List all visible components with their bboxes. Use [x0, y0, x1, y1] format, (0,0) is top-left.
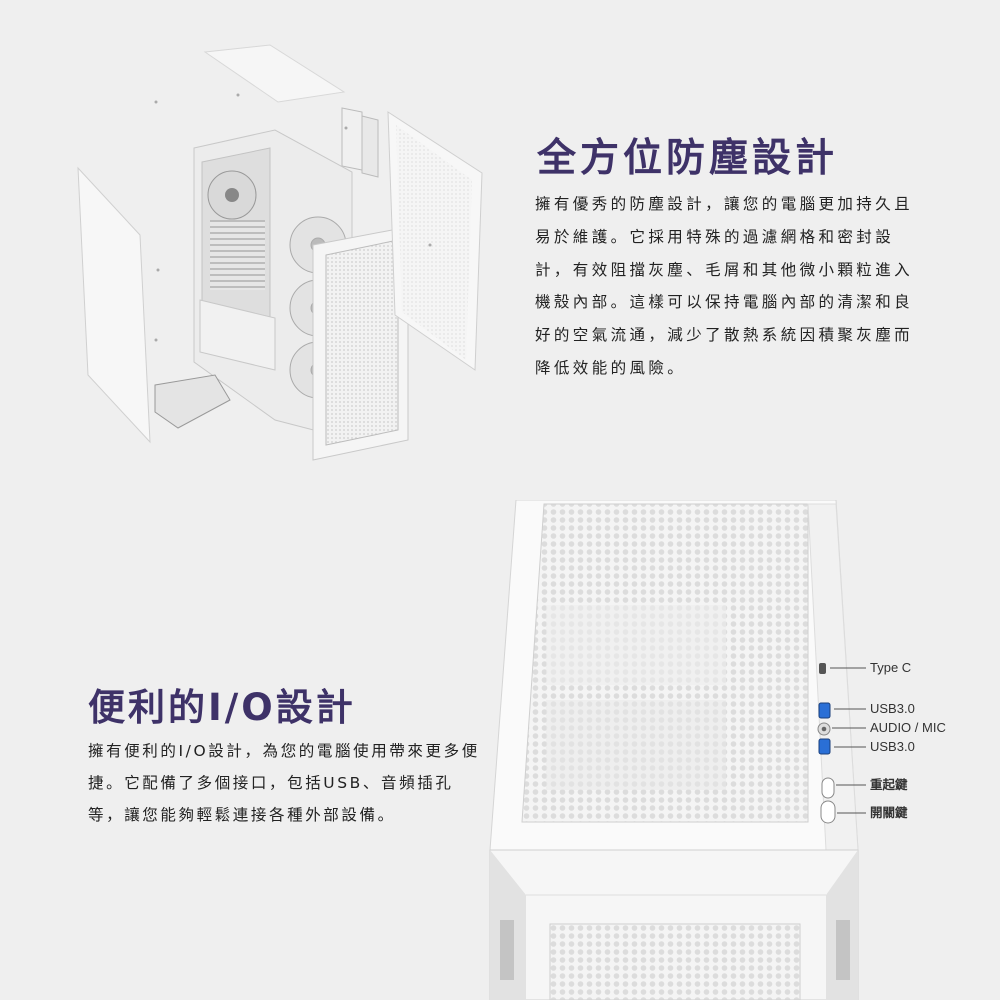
power-button-icon — [820, 800, 836, 824]
front-io-case-illustration — [489, 500, 866, 1000]
usb-a-port-icon-2 — [818, 738, 831, 755]
dust-section-title: 全方位防塵設計 — [537, 136, 839, 181]
audio-jack-icon — [817, 722, 831, 736]
exploded-case-illustration — [77, 44, 483, 461]
dust-section-description: 擁有優秀的防塵設計，讓您的電腦更加持久且易於維護。它採用特殊的過濾網格和密封設計… — [535, 195, 914, 377]
io-section-title: 便利的I/O設計 — [88, 686, 356, 729]
usb-a-port-icon-1 — [818, 702, 831, 719]
port-label-usb3-top: USB3.0 — [870, 701, 915, 716]
small-filter-right — [361, 115, 379, 178]
small-filter-left — [341, 107, 363, 171]
port-label-reset: 重起鍵 — [870, 777, 908, 792]
port-label-usb3-bottom: USB3.0 — [870, 739, 915, 754]
top-dust-filter — [203, 44, 346, 103]
usb-c-port-icon — [819, 663, 826, 674]
front-mesh — [549, 923, 801, 1000]
port-label-type-c: Type C — [870, 660, 912, 675]
port-label-audio-mic: AUDIO / MIC — [870, 720, 946, 735]
io-section-description: 擁有便利的I/O設計，為您的電腦使用帶來更多便捷。它配備了多個接口，包括USB、… — [88, 742, 480, 824]
port-label-power: 開關鍵 — [870, 805, 908, 820]
reset-button-icon — [821, 777, 835, 799]
drive-cage — [154, 374, 231, 429]
left-side-panel — [77, 166, 151, 444]
